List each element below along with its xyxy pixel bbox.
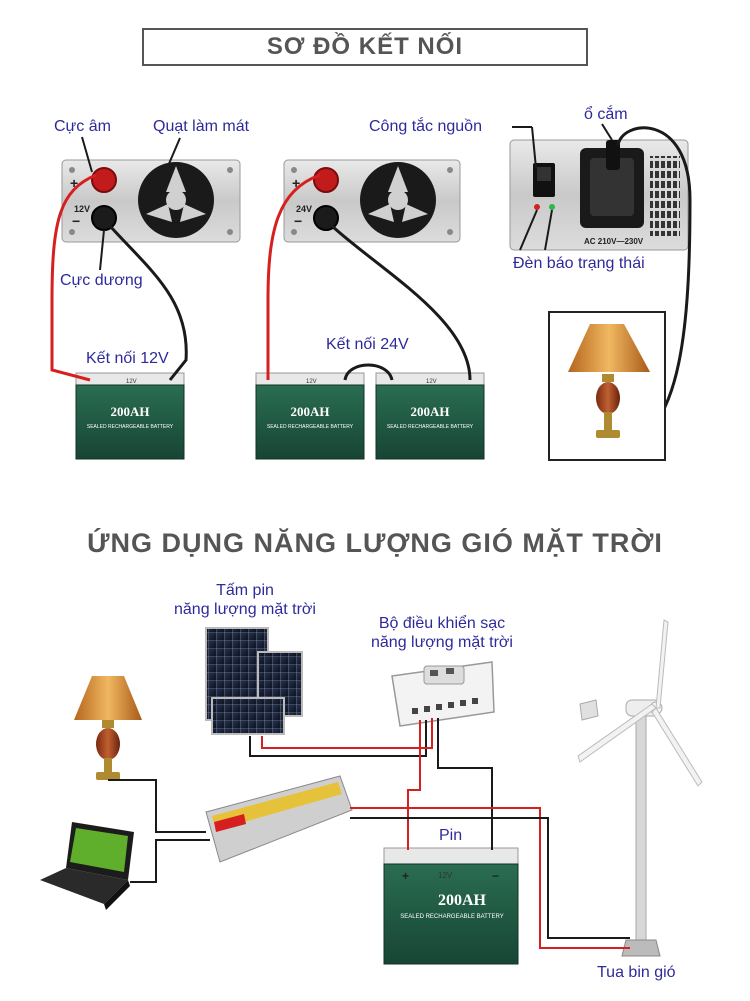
battery-bottom-plus: + [402,869,409,883]
battery2-capacity: 200AH [291,404,330,419]
battery-bottom-minus: − [492,869,499,883]
ac-rating-text: AC 210V—230V [584,237,644,246]
lamp-icon-2 [74,676,142,720]
battery-24v-a: 200AH SEALED RECHARGEABLE BATTERY 12V [256,373,364,459]
battery2-voltage: 12V [306,379,317,385]
inverter-24v: + 24V − [284,160,460,242]
inverter2-minus-mark: − [294,213,302,229]
battery1-capacity: 200AH [111,404,150,419]
charge-controller [392,662,494,726]
inverter-12v: + 12V − [62,160,240,242]
status-led-green [549,204,555,210]
battery3-voltage: 12V [426,379,437,385]
solar-panels [206,628,302,734]
negative-terminal-knob-2 [314,168,338,192]
battery-12v: 200AH SEALED RECHARGEABLE BATTERY 12V [76,373,184,459]
lamp-top-frame [549,312,665,460]
battery1-voltage: 12V [126,379,137,385]
lamp-bottom [74,676,142,780]
inverter-ac-side: AC 210V—230V [510,140,688,250]
positive-terminal-knob [92,206,116,230]
battery-24v-b: 200AH SEALED RECHARGEABLE BATTERY 12V [376,373,484,459]
battery-bottom-capacity: 200AH [438,892,487,909]
status-led-red [534,204,540,210]
battery3-subtitle: SEALED RECHARGEABLE BATTERY [387,424,474,430]
battery2-subtitle: SEALED RECHARGEABLE BATTERY [267,424,354,430]
battery1-subtitle: SEALED RECHARGEABLE BATTERY [87,424,174,430]
inverter1-minus-mark: − [72,213,80,229]
battery-bottom: 200AH SEALED RECHARGEABLE BATTERY 12V + … [384,848,518,964]
battery-bottom-subtitle: SEALED RECHARGEABLE BATTERY [400,914,503,920]
negative-terminal-knob [92,168,116,192]
inverter-bottom [206,776,352,862]
battery3-capacity: 200AH [411,404,450,419]
wind-turbine [578,620,702,956]
bottom-wires [108,718,630,948]
battery-bottom-voltage: 12V [438,871,453,880]
laptop [40,822,134,910]
